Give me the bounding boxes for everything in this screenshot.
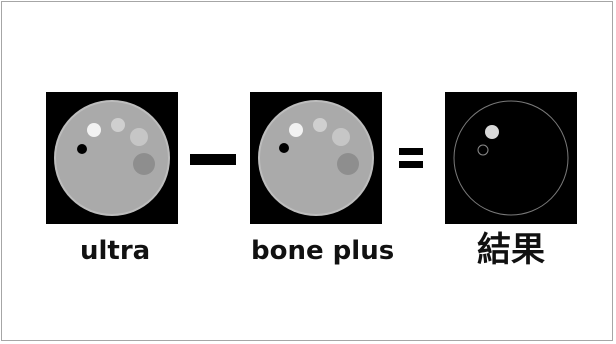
equals-sign-bottom-bar — [399, 161, 423, 168]
label-bone-plus: bone plus — [251, 238, 394, 264]
insert-bright — [87, 123, 101, 137]
equals-sign-top-bar — [399, 148, 423, 155]
insert-dark — [133, 153, 155, 175]
panel-background — [445, 92, 577, 224]
ultra-phantom-svg — [46, 92, 178, 224]
ultra-phantom-image — [46, 92, 178, 224]
result-difference-image — [445, 92, 577, 224]
label-result: 結果 — [477, 233, 545, 267]
bone-plus-phantom-image — [250, 92, 382, 224]
minus-sign — [190, 154, 236, 165]
label-ultra: ultra — [80, 238, 150, 264]
insert-light — [111, 118, 125, 132]
insert-mid — [332, 128, 350, 146]
result-difference-svg — [445, 92, 577, 224]
insert-dark — [337, 153, 359, 175]
insert-black — [279, 143, 289, 153]
difference-bright-insert — [485, 125, 499, 139]
bone-plus-phantom-svg — [250, 92, 382, 224]
insert-black — [77, 144, 87, 154]
insert-mid — [130, 128, 148, 146]
insert-bright — [289, 123, 303, 137]
insert-light — [313, 118, 327, 132]
